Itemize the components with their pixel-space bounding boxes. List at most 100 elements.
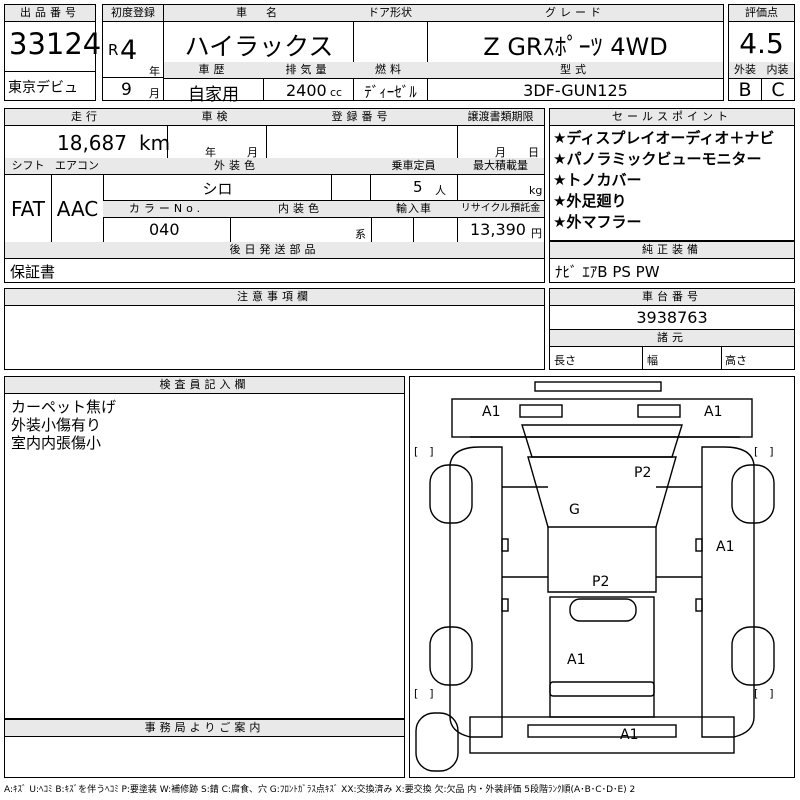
ac-value: AAC [56,197,99,221]
bracket-front-right: [ ] [754,445,774,458]
inspector-note-1: カーペット焦げ [11,398,117,416]
width-label: 幅 [647,354,658,367]
inspection-month-unit: 月 [247,146,258,159]
int-color-unit: 系 [355,228,366,241]
interior-grade: C [771,79,785,101]
vehicle-main-box: 車 名 ドア形状 グレード ハイラックス Z GRｽﾎﾟｰﾂ 4WD 車歴 排気… [163,4,724,105]
max-load-unit: kg [529,184,543,197]
inspector-label: 検査員記入欄 [5,377,404,394]
height-label: 高さ [725,354,747,367]
model-label: 型式 [427,62,723,79]
transfer-label: 譲渡書類期限 [457,109,544,126]
damage-mark-right-side: A1 [716,539,735,555]
capacity-label: 乗車定員 [370,158,458,175]
first-reg-month: 9 [121,80,132,100]
equipment-label: 純正装備 [550,242,794,259]
grade: Z GRｽﾎﾟｰﾂ 4WD [483,33,668,61]
max-load-label: 最大積載量 [457,158,544,175]
office-label: 事務局よりご案内 [5,720,404,737]
displacement-unit: cc [330,86,343,99]
bracket-rear-right: [ ] [754,687,774,700]
score-label: 評価点 [729,5,794,22]
transfer-month-unit: 月 [495,146,506,159]
reg-number-label: 登録番号 [266,109,458,126]
color-no-value: 040 [149,220,180,239]
ac-label: エアコン [51,158,104,175]
interior-label: 内装 [761,62,794,79]
exterior-label: 外装 [729,62,762,79]
office-box: 事務局よりご案内 [4,719,405,778]
inspection-year-unit: 年 [205,146,216,159]
inspection-label: 車検 [167,109,267,126]
bracket-rear-left: [ ] [414,687,434,700]
score-box: 評価点 4.5 外装 内装 B C [728,4,795,101]
grade-label: グレード [427,5,723,22]
ext-color-value: シロ [202,180,233,198]
notes-label: 注意事項欄 [5,289,544,306]
inspector-note-3: 室内内張傷小 [11,434,102,452]
displacement-label: 排気量 [263,62,354,79]
mileage-value: 18,687 [57,131,127,155]
color-no-label: カラーNo. [103,201,231,218]
first-reg-year: 4 [120,35,138,66]
lot-number: 33124 [9,27,102,61]
damage-mark-front-right: A1 [704,404,723,420]
displacement-value: 2400 [286,81,327,100]
chassis-number: 3938763 [636,308,708,327]
damage-mark-windshield: G [569,502,580,518]
truck-outline-drawing [415,381,775,772]
equipment-box: 純正装備 ﾅﾋﾞ ｴｱB PS PW [549,241,795,283]
damage-mark-rear: A1 [620,727,639,743]
first-reg-label: 初度登録 [103,5,163,22]
sales-point-3: ★トノカバー [553,171,642,189]
lot-number-box: 出品番号 33124 東京デビュ [4,4,101,101]
chassis-label: 車台番号 [550,289,794,306]
int-color-label: 内装色 [230,201,372,218]
recycle-unit: 円 [531,227,542,240]
history-value: 自家用 [188,85,239,105]
model-code: 3DF-GUN125 [523,81,628,100]
recycle-value: 13,390 [470,220,526,239]
length-label: 長さ [554,354,576,367]
door-label: ドア形状 [353,5,428,22]
fuel-label: 燃料 [353,62,428,79]
exterior-grade: B [738,79,752,101]
vehicle-diagram: A1 A1 P2 G A1 P2 A1 A1 [ ] [ ] [ ] [ ] [409,376,795,778]
score-value: 4.5 [739,27,784,60]
shift-label: シフト [5,158,52,175]
mileage-label: 走行 [5,109,168,126]
car-name-label: 車 名 [164,5,354,22]
bracket-front-left: [ ] [414,445,434,458]
damage-mark-hood: P2 [634,465,652,481]
sales-point-2: ★パノラミックビューモニター [553,150,762,168]
ext-color-label: 外装色 [103,158,371,175]
mileage-unit: km [139,131,171,155]
shift-value: FAT [10,197,45,221]
sales-point-5: ★外マフラー [553,213,642,231]
dims-label: 諸元 [550,330,794,347]
inspector-note-2: 外装小傷有り [11,416,102,434]
notes-box: 注意事項欄 [4,288,545,370]
chassis-box: 車台番号 3938763 諸元 長さ 幅 高さ [549,288,795,370]
recycle-label: リサイクル預託金 [457,201,544,218]
later-parts-label: 後日発送部品 [5,242,544,259]
import-label: 輸入車 [371,201,458,218]
month-unit: 月 [149,87,160,100]
later-parts-value: 保証書 [10,263,56,281]
venue-name: 東京デビュ [8,80,78,96]
year-unit: 年 [149,65,160,78]
car-name: ハイラックス [184,32,334,61]
sales-point-4: ★外足廻り [553,192,627,210]
sales-point-1: ★ディスプレイオーディオ＋ナビ [553,129,775,147]
transfer-day-unit: 日 [528,146,539,159]
damage-mark-roof: P2 [592,574,610,590]
info-box: 走行 車検 登録番号 譲渡書類期限 18,687 km 年 月 月 日 シフト … [4,108,545,283]
sales-points-box: セールスポイント ★ディスプレイオーディオ＋ナビ ★パノラミックビューモニター … [549,108,795,241]
history-label: 車歴 [164,62,264,79]
legend-text: A:ｷｽﾞ U:ﾍｺﾐ B:ｷｽﾞを伴うﾍｺﾐ P:要塗装 W:補修跡 S:錆 … [4,785,636,795]
capacity-value: 5 [413,178,423,196]
equipment-value: ﾅﾋﾞ ｴｱB PS PW [555,263,660,281]
fuel-value: ﾃﾞｨｰｾﾞﾙ [364,83,417,101]
lot-number-label: 出品番号 [5,5,95,22]
damage-mark-bed: A1 [567,652,586,668]
